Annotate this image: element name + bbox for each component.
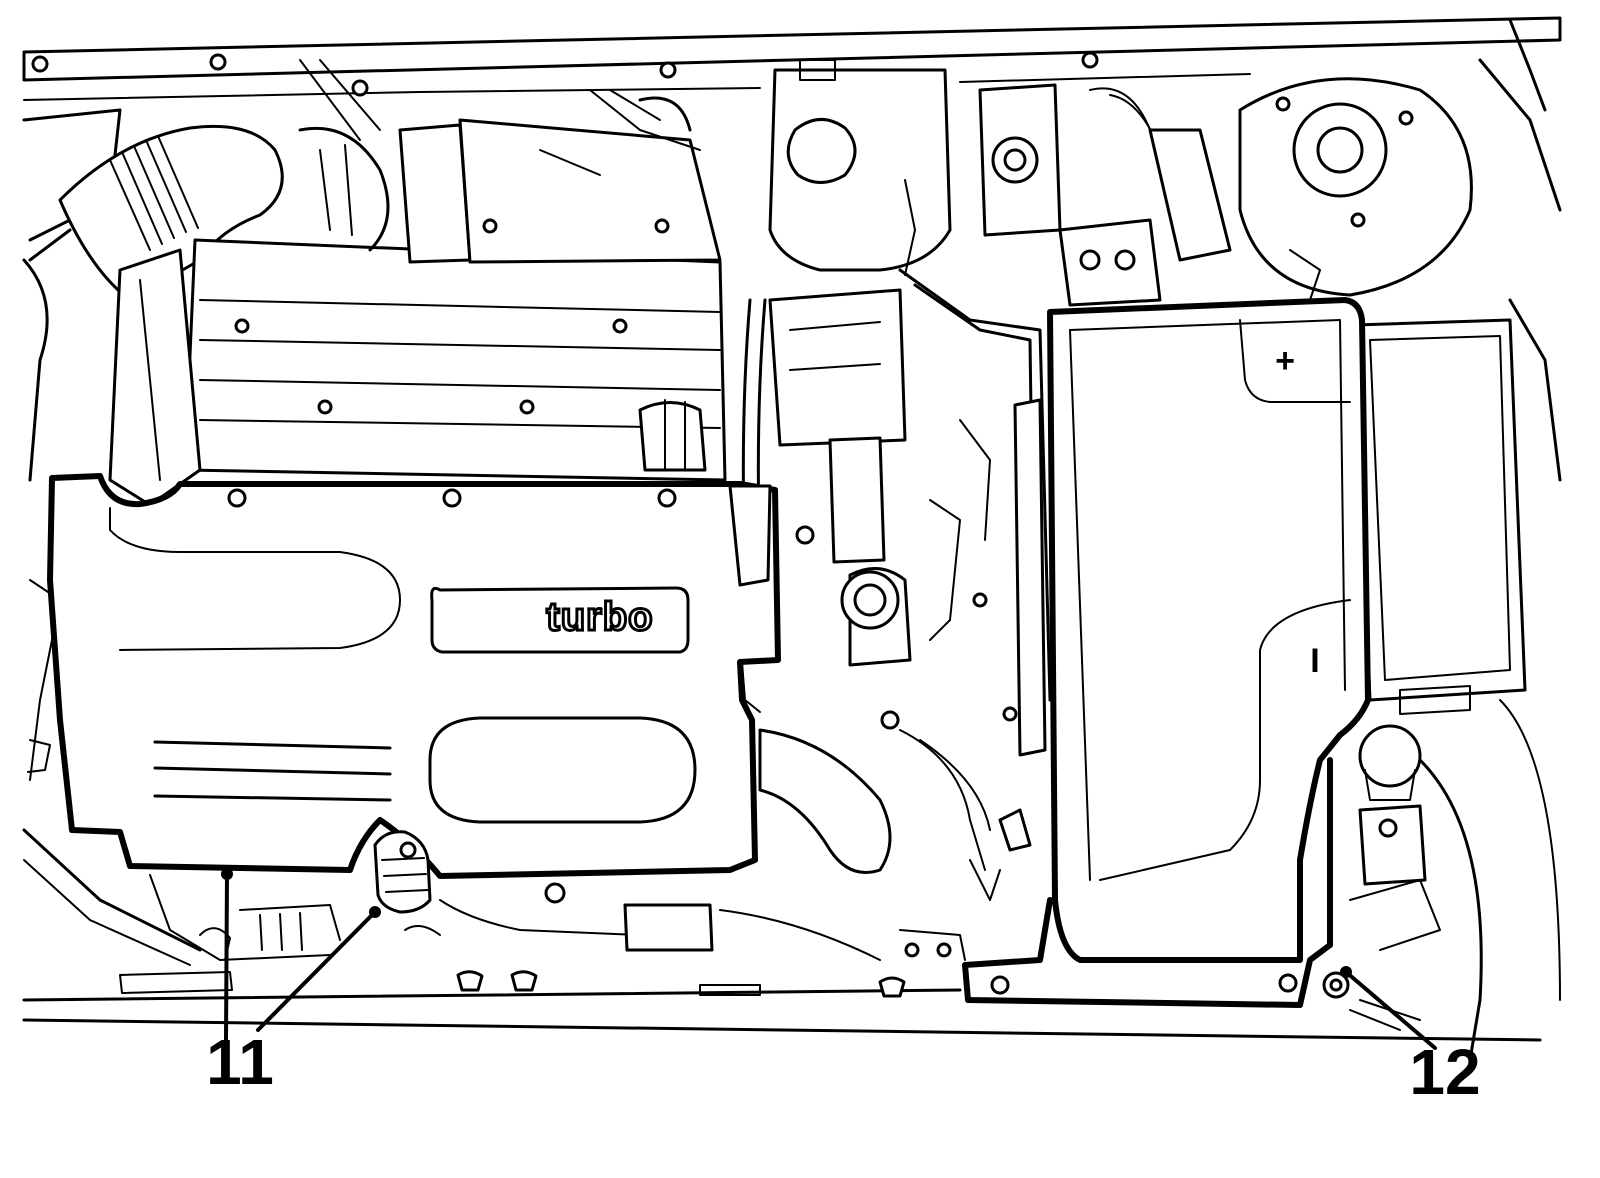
intake-hose [28,124,284,302]
callout-11: 11 [206,868,381,1098]
upper-wiring [298,89,722,264]
right-fender [1418,58,1562,1062]
battery-cover: + I [1047,297,1371,963]
strut-tower [1238,77,1473,301]
intake-pipe [108,248,202,507]
coolant-expansion-tank [768,59,952,276]
brake-fluid-reservoir [978,83,1062,237]
callout-12: 12 [1340,966,1481,1108]
battery-plus-symbol: + [1275,342,1295,380]
battery-minus-symbol: I [1310,642,1319,680]
front-crossmember [22,925,1542,1042]
right-lower-parts [1322,724,1441,1031]
lower-engine [149,874,966,961]
abs-harness [1058,87,1232,307]
fuse-box [1353,318,1527,715]
cam-cover [183,238,727,482]
scuttle-panel [22,16,1562,141]
battery-tray [962,757,1333,1008]
oil-filler-cap [373,830,432,914]
callout-label-11: 11 [206,1026,274,1098]
turbo-logo: turbo [546,595,653,639]
engine-center-parts [741,268,1052,901]
engine-cover: turbo [47,473,781,879]
callout-label-12: 12 [1409,1036,1480,1108]
